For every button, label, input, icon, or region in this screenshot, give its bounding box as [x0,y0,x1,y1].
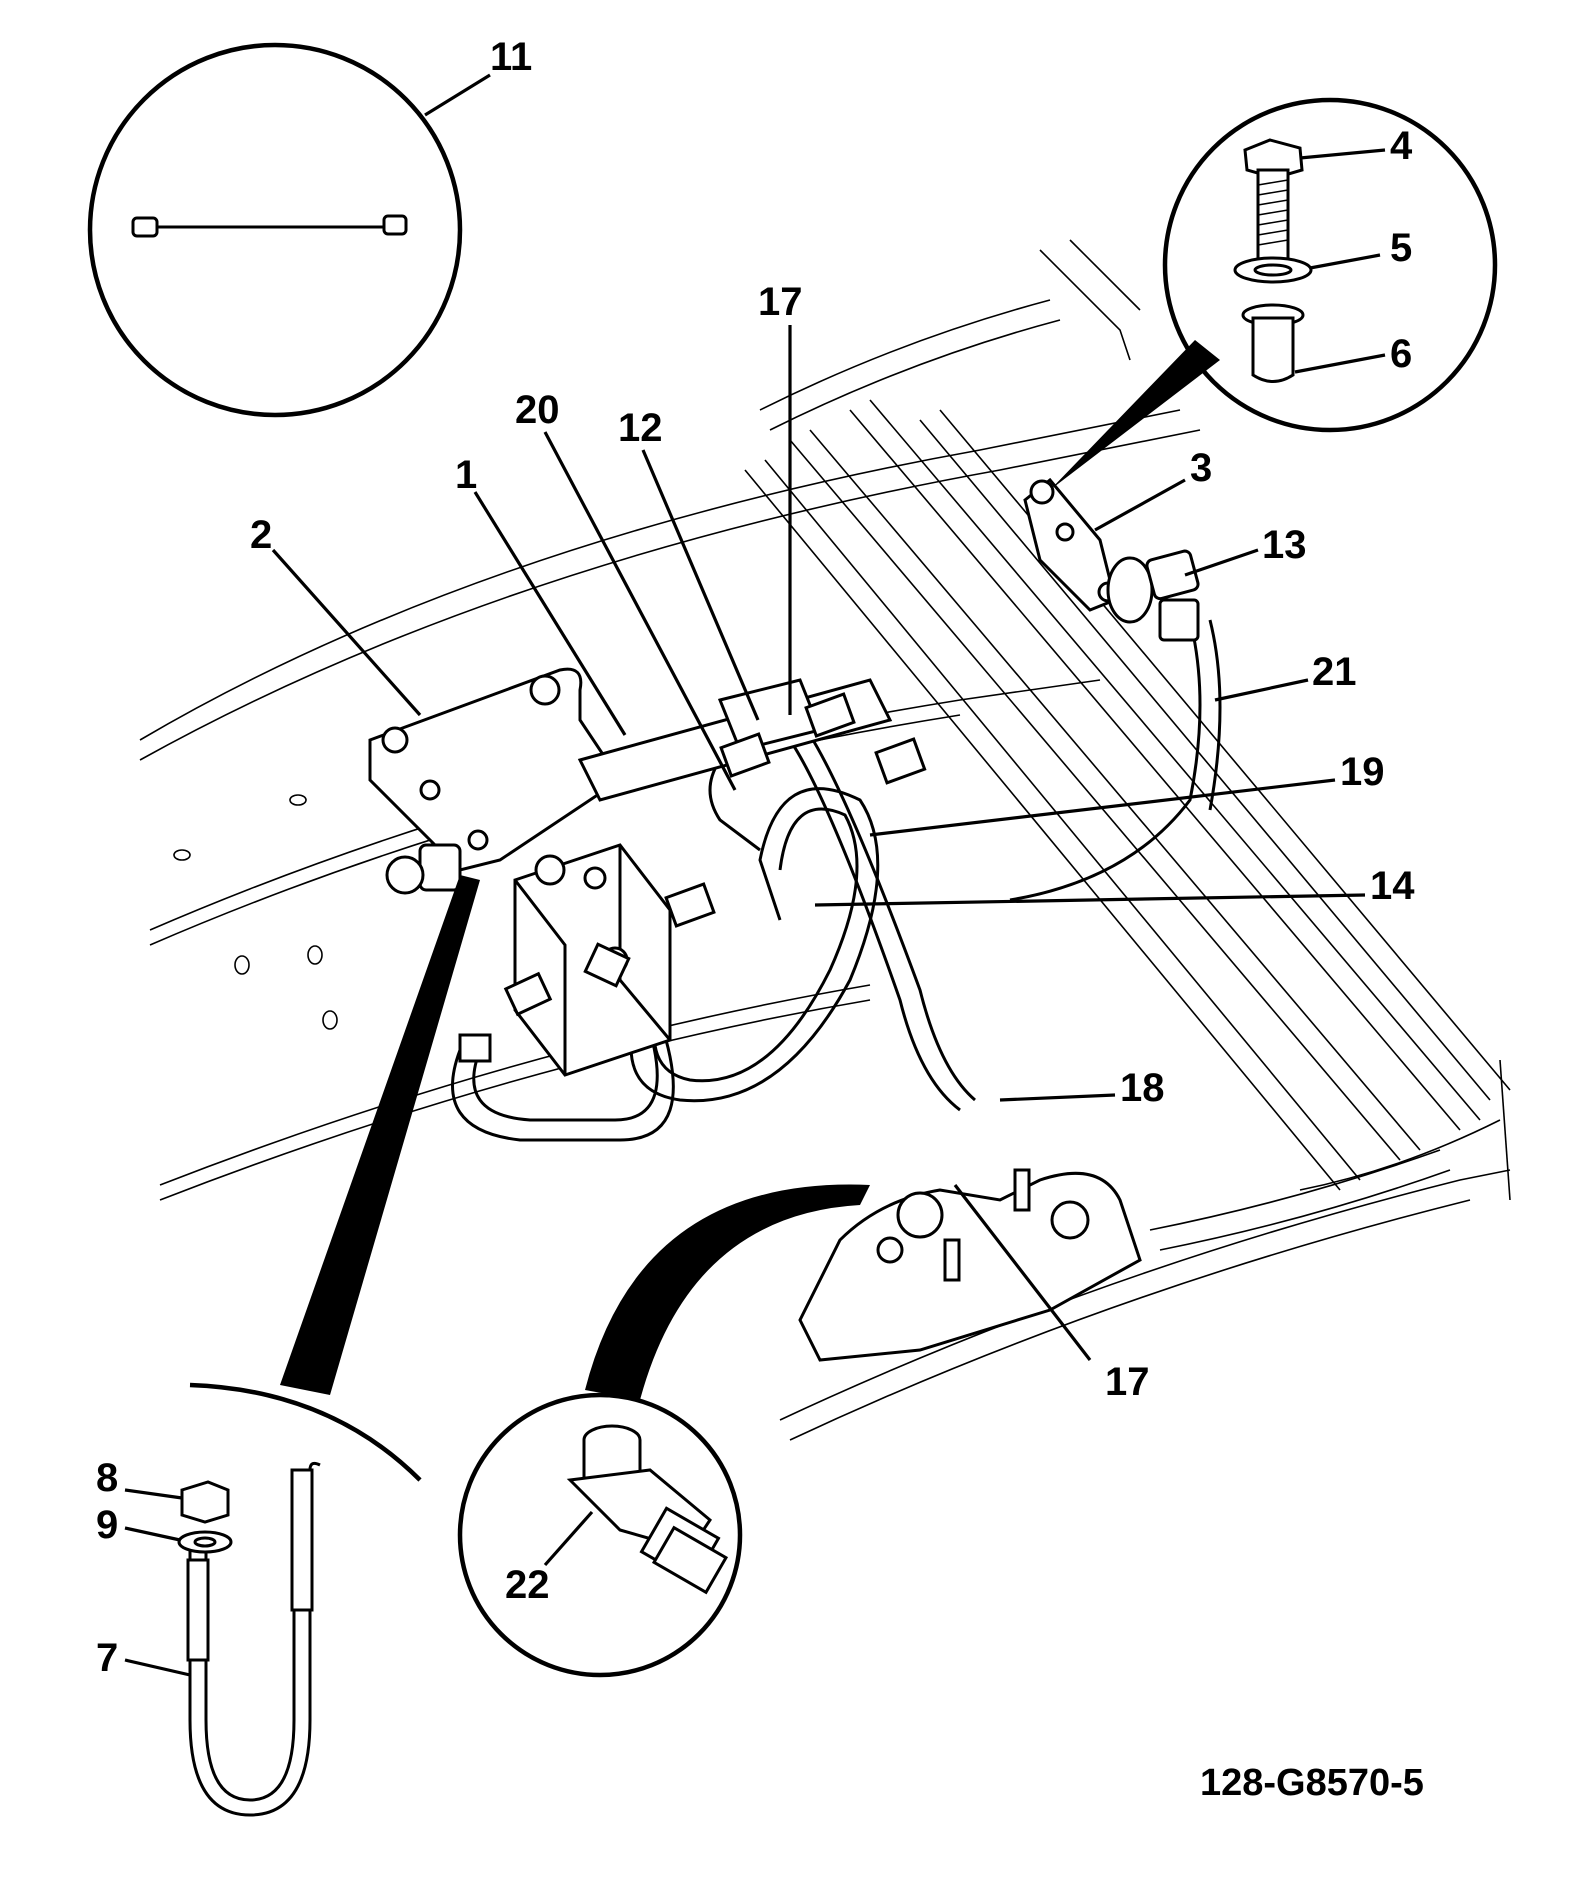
callout-22: 22 [505,1563,550,1607]
callout-13: 13 [1262,523,1307,567]
mounting-plate [368,667,623,872]
callout-4: 4 [1390,124,1413,168]
callout-8: 8 [96,1456,119,1500]
drawing-number: 128-G8570-5 [1200,1762,1424,1804]
callout-17-top: 17 [758,280,803,324]
tube-rack [744,299,1511,1251]
callout-19: 20 [515,388,560,432]
callout-2: 2 [250,513,273,557]
detail-circle-11 [87,42,463,418]
callout-21: 21 [1312,650,1357,694]
callout-9: 9 [96,1503,119,1547]
callout-6: 6 [1390,332,1413,376]
callout-3: 3 [1190,446,1213,490]
callout-11: 11 [490,35,533,79]
detail-circle-bolt [1050,97,1498,490]
callout-12: 12 [618,406,663,450]
callout-14: 14 [1370,864,1415,908]
callout-20: 19 [1340,750,1385,794]
callout-7: 7 [96,1636,119,1680]
chassis-frame [139,239,1511,1441]
pump-assembly [798,1168,1142,1362]
detail-circle-22 [457,1184,870,1678]
callout-18: 18 [1120,1066,1165,1110]
callout-5: 5 [1390,226,1413,270]
callout-1: 1 [455,453,478,497]
manifold-bar [458,678,927,1063]
leader-lines [124,73,1386,1677]
detail-circle-ubolt [177,875,480,1817]
callout-17-bottom: 17 [1105,1360,1150,1404]
bracket-right [1023,477,1200,642]
